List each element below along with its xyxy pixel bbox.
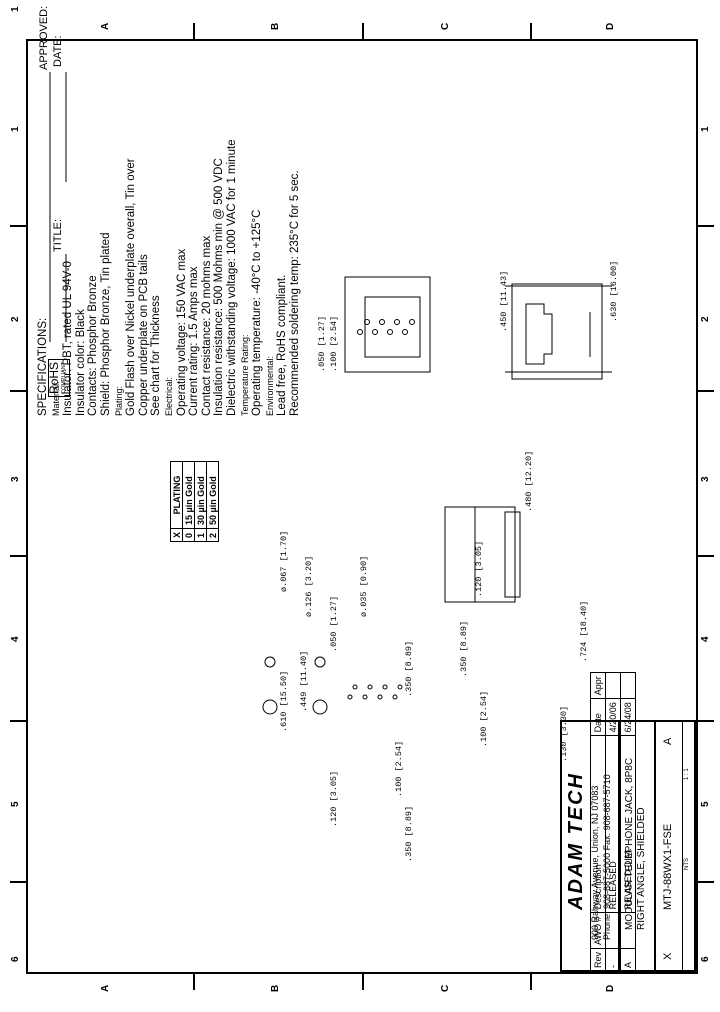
dim-label: .100 [2.54] <box>329 315 339 372</box>
dim-label: .480 [12.20] <box>524 450 534 512</box>
company-name: ADAM TECH <box>565 772 587 910</box>
dim-label: .450 [11.43] <box>499 270 509 332</box>
dim-label: .100 [2.54] <box>479 690 489 747</box>
dim-label: .050 [1.27] <box>329 595 339 652</box>
part-description-2: RIGHT ANGLE, SHIELDED <box>636 807 647 930</box>
plating-row: 2 50 µin Gold <box>206 461 219 542</box>
dim-label: .350 [8.89] <box>404 805 414 862</box>
plating-row: 1 30 µin Gold <box>194 461 207 542</box>
dim-label: .350 [8.89] <box>459 620 469 677</box>
company-phone: Phone: 908-687-5000 Fax: 908-687-5710 <box>602 774 612 940</box>
dim-label: ø.067 [1.70] <box>279 530 289 592</box>
dim-label: .610 [15.50] <box>279 670 289 732</box>
dim-label: .130 [3.30] <box>559 705 569 762</box>
plating-table: X PLATING 0 15 µin Gold 1 30 µin Gold 2 … <box>170 461 219 542</box>
dim-label: .630 [16.00] <box>609 260 619 322</box>
dim-label: .724 [18.40] <box>579 600 589 662</box>
company-address: 909 Rahway Avenue, Union, NJ 07083 <box>590 785 600 940</box>
dim-label: .120 [3.05] <box>329 770 339 827</box>
rev-letter: A <box>662 737 674 745</box>
dim-label: .120 [3.05] <box>474 540 484 597</box>
part-number: MTJ-88WX1-FSE <box>662 823 674 910</box>
x-mark: X <box>662 952 674 960</box>
scale-label: NTS <box>684 858 690 870</box>
dim-label: .100 [2.54] <box>394 740 404 797</box>
dim-label: ø.035 [0.90] <box>359 555 369 617</box>
part-description-1: MODULAR TELEPHONE JACK, 8P8C <box>624 757 635 930</box>
dim-label: .449 [11.40] <box>299 650 309 712</box>
dim-label: .350 [8.89] <box>404 640 414 697</box>
sheet-label: 1 : 1 <box>684 768 690 780</box>
dim-label: .050 [1.27] <box>317 315 327 372</box>
dim-label: ø.126 [3.20] <box>304 555 314 617</box>
plating-row: 0 15 µin Gold <box>182 461 195 542</box>
appr-header: Appr <box>590 672 606 699</box>
title-block: ADAM TECH 909 Rahway Avenue, Union, NJ 0… <box>560 720 696 972</box>
